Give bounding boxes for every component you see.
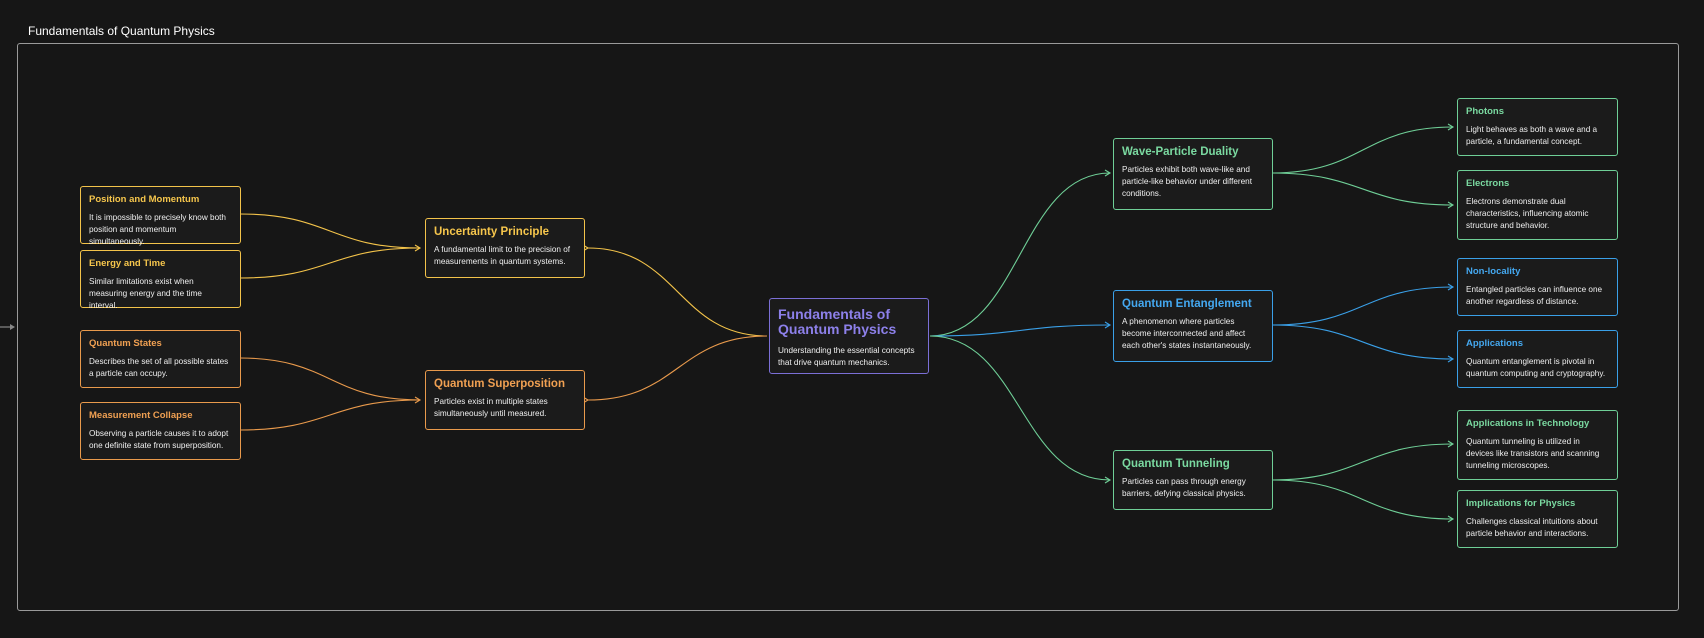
edge-duality-electrons (1271, 172, 1454, 206)
node-title: Fundamentals of Quantum Physics (778, 306, 897, 337)
node-energy-time[interactable]: Energy and Time Similar limitations exis… (80, 250, 241, 310)
node-description: Quantum tunneling is utilized in devices… (1466, 437, 1600, 470)
node-title: Uncertainty Principle (434, 226, 550, 238)
node-description: Particles can pass through energy barrie… (1122, 477, 1246, 498)
node-description: A phenomenon where particles become inte… (1122, 317, 1252, 350)
node-description: Electrons demonstrate dual characteristi… (1466, 197, 1589, 230)
node-applications-in-technology[interactable]: Applications in Technology Quantum tunne… (1457, 410, 1618, 480)
edge-root-duality (929, 172, 1111, 337)
node-title: Applications in Technology (1466, 418, 1590, 429)
edge-superposition-collapse (239, 399, 421, 431)
edge-entanglement-nonlocality (1271, 286, 1454, 326)
edge-tunneling-implications (1271, 479, 1454, 520)
node-quantum-tunneling[interactable]: Quantum Tunneling Particles can pass thr… (1113, 450, 1273, 510)
node-title: Photons (1466, 106, 1504, 117)
edge-root-superposition (587, 335, 768, 401)
edge-root-tunneling (929, 335, 1111, 481)
edge-root-uncertainty (587, 247, 768, 337)
node-quantum-superposition[interactable]: Quantum Superposition Particles exist in… (425, 370, 585, 430)
node-description: Similar limitations exist when measuring… (89, 277, 202, 310)
node-implications-for-physics[interactable]: Implications for Physics Challenges clas… (1457, 490, 1618, 548)
node-title: Energy and Time (89, 258, 166, 269)
node-fundamentals[interactable]: Fundamentals of Quantum Physics Understa… (769, 298, 929, 374)
node-quantum-entanglement[interactable]: Quantum Entanglement A phenomenon where … (1113, 290, 1273, 362)
node-description: Entangled particles can influence one an… (1466, 285, 1603, 306)
node-title: Position and Momentum (89, 194, 200, 205)
node-quantum-states[interactable]: Quantum States Describes the set of all … (80, 330, 241, 388)
node-description: Particles exhibit both wave-like and par… (1122, 165, 1253, 198)
edge-duality-photons (1271, 126, 1454, 174)
page-title: Fundamentals of Quantum Physics (28, 24, 215, 38)
edge-root-entanglement (929, 324, 1111, 337)
node-measurement-collapse[interactable]: Measurement Collapse Observing a particl… (80, 402, 241, 460)
node-title: Quantum Superposition (434, 378, 565, 390)
node-non-locality[interactable]: Non-locality Entangled particles can inf… (1457, 258, 1618, 316)
node-description: Light behaves as both a wave and a parti… (1466, 125, 1598, 146)
node-uncertainty-principle[interactable]: Uncertainty Principle A fundamental limi… (425, 218, 585, 278)
node-wave-particle-duality[interactable]: Wave-Particle Duality Particles exhibit … (1113, 138, 1273, 210)
edge-superposition-states (239, 357, 421, 401)
edge-entanglement-applications (1271, 324, 1454, 360)
node-applications[interactable]: Applications Quantum entanglement is piv… (1457, 330, 1618, 388)
node-description: Particles exist in multiple states simul… (434, 397, 548, 418)
node-title: Wave-Particle Duality (1122, 146, 1239, 158)
node-description: A fundamental limit to the precision of … (434, 245, 571, 266)
arrow-right-icon (0, 324, 15, 330)
diagram-frame (17, 43, 1679, 611)
node-title: Quantum Tunneling (1122, 458, 1230, 470)
node-description: Understanding the essential concepts tha… (778, 346, 915, 367)
node-title: Non-locality (1466, 266, 1521, 277)
node-description: Quantum entanglement is pivotal in quant… (1466, 357, 1606, 378)
node-title: Applications (1466, 338, 1524, 349)
node-description: Observing a particle causes it to adopt … (89, 429, 229, 450)
node-title: Electrons (1466, 178, 1510, 189)
edge-tunneling-technology (1271, 443, 1454, 481)
node-description: Challenges classical intuitions about pa… (1466, 517, 1598, 538)
node-electrons[interactable]: Electrons Electrons demonstrate dual cha… (1457, 170, 1618, 240)
node-title: Implications for Physics (1466, 498, 1576, 509)
node-title: Measurement Collapse (89, 410, 193, 421)
node-position-momentum[interactable]: Position and Momentum It is impossible t… (80, 186, 241, 246)
node-photons[interactable]: Photons Light behaves as both a wave and… (1457, 98, 1618, 156)
edge-uncertainty-position (239, 213, 421, 249)
node-description: It is impossible to precisely know both … (89, 213, 226, 246)
node-description: Describes the set of all possible states… (89, 357, 229, 378)
node-title: Quantum Entanglement (1122, 298, 1252, 310)
edge-uncertainty-energy (239, 247, 421, 279)
node-title: Quantum States (89, 338, 162, 349)
